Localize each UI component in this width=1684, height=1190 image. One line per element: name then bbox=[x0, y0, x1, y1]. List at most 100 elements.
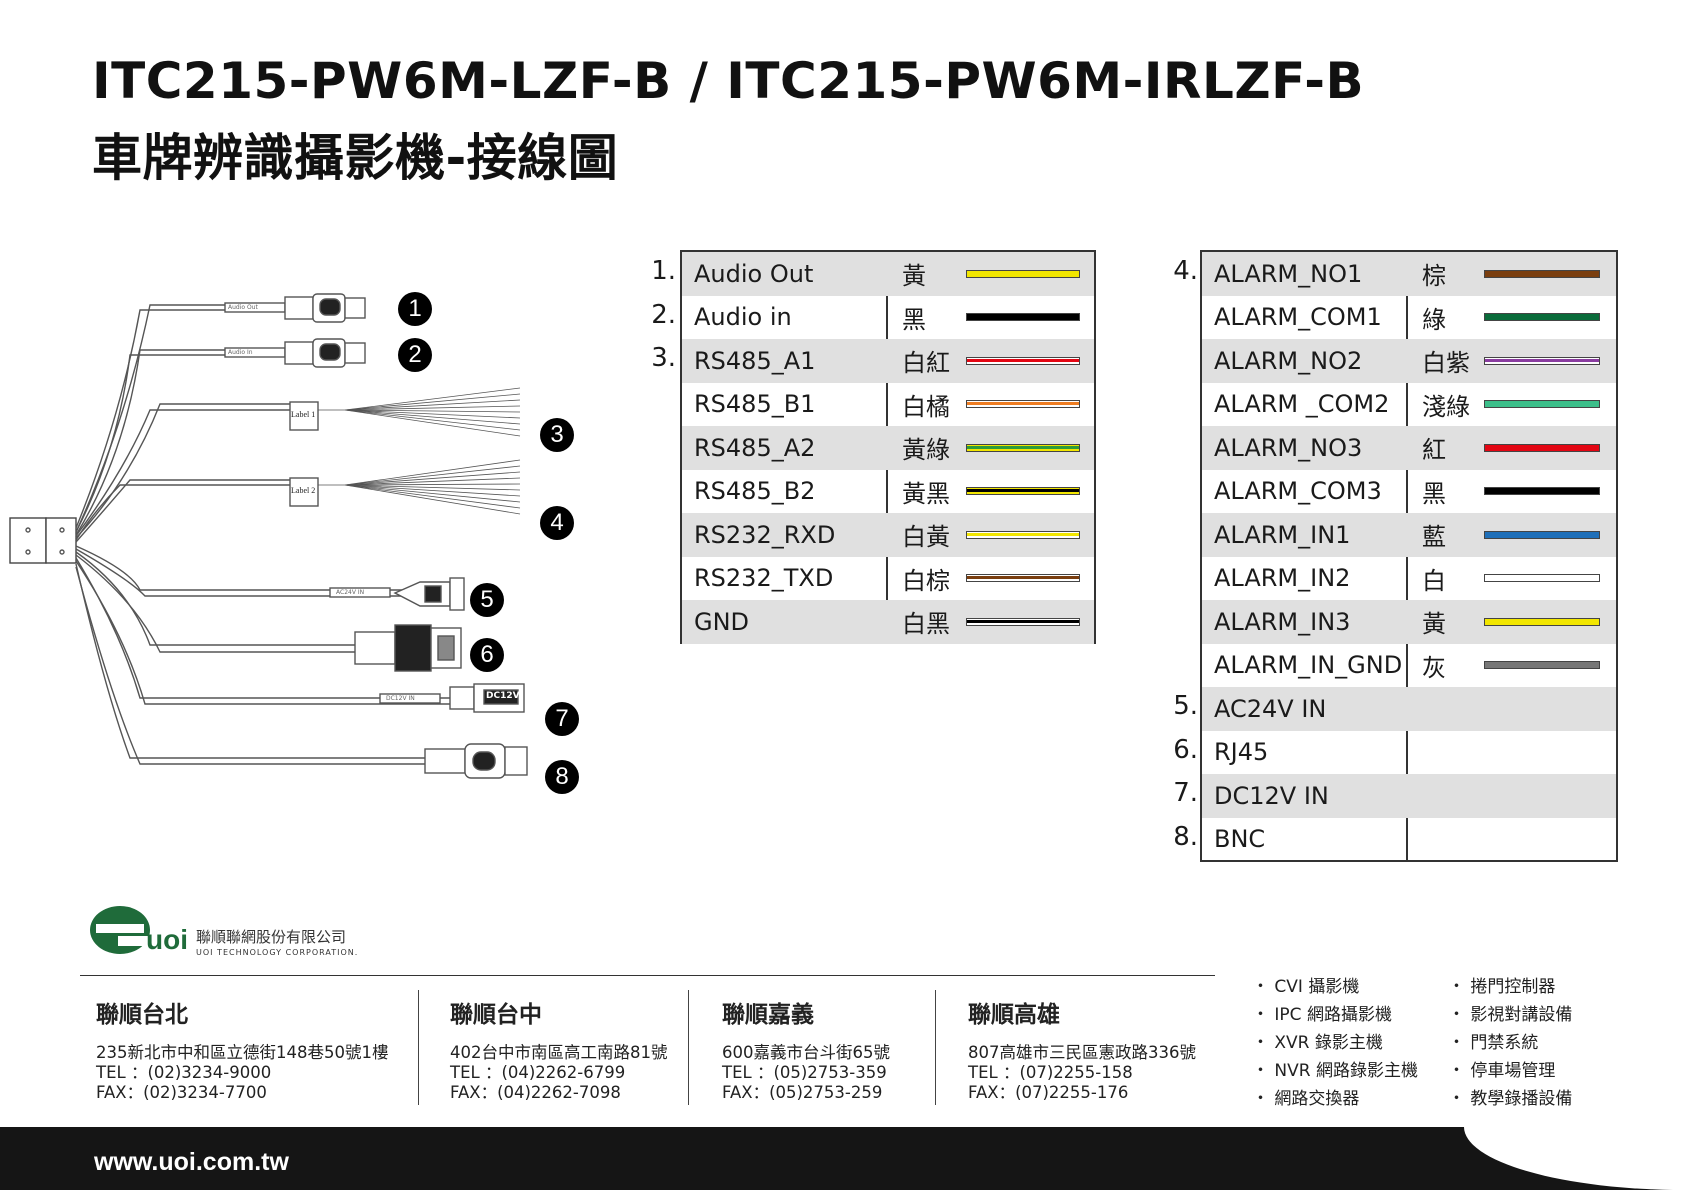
signal-name: RS485_A1 bbox=[694, 346, 816, 375]
signal-name: RS485_B2 bbox=[694, 477, 816, 506]
badge-4: 4 bbox=[540, 506, 574, 540]
office-taipei: 聯順台北 235新北市中和區立德街148巷50號1樓 TEL ：(02)3234… bbox=[96, 995, 388, 1103]
wire-stripe bbox=[967, 402, 1079, 406]
wire-stripe bbox=[967, 619, 1079, 623]
wire-color-name: 黃 bbox=[1422, 610, 1446, 639]
signal-name: AC24V IN bbox=[1214, 694, 1327, 723]
main-plug bbox=[9, 517, 77, 564]
badge-6: 6 bbox=[470, 638, 504, 672]
wire-color-name: 黃綠 bbox=[902, 436, 950, 465]
cable-diagram: 1 2 3 4 5 6 7 8 Audio Out Audio In Label… bbox=[0, 270, 600, 810]
wire-stripe bbox=[967, 532, 1079, 536]
signal-name: ALARM_NO3 bbox=[1214, 433, 1363, 462]
signal-name: ALARM_IN1 bbox=[1214, 520, 1351, 549]
table-row: RS485_A2 黃綠 bbox=[682, 426, 1094, 470]
wire-color-swatch bbox=[966, 356, 1080, 365]
wire-color-name: 藍 bbox=[1422, 523, 1446, 552]
cable-drawing bbox=[9, 293, 528, 779]
label-audio-out: Audio Out bbox=[228, 304, 258, 311]
wire-color-swatch bbox=[1484, 661, 1600, 670]
signal-name: RS232_TXD bbox=[694, 564, 834, 593]
table-row: ALARM_IN1 藍 bbox=[1202, 513, 1616, 557]
wire-stripe bbox=[1485, 358, 1599, 362]
badge-8: 8 bbox=[545, 760, 579, 794]
company-name-zh: 聯順聯網股份有限公司 bbox=[196, 928, 347, 946]
table-row: RS485_B2 黃黑 bbox=[682, 470, 1094, 514]
website-link[interactable]: www.uoi.com.tw bbox=[94, 1148, 289, 1176]
wire-color-swatch bbox=[1484, 617, 1600, 626]
wire-color-swatch bbox=[966, 443, 1080, 452]
wire-color-name: 黑 bbox=[902, 305, 926, 334]
wire-stripe bbox=[967, 445, 1079, 449]
table-row: RJ45 bbox=[1202, 731, 1616, 775]
signal-name: DC12V IN bbox=[1214, 781, 1329, 810]
badge-3: 3 bbox=[540, 418, 574, 452]
signal-name: BNC bbox=[1214, 825, 1266, 854]
product-item: ・ 影視對講設備 bbox=[1448, 1005, 1573, 1025]
logo-mark-text: uoi bbox=[146, 924, 188, 955]
row-index: 7. bbox=[1173, 778, 1198, 808]
signal-name: ALARM_COM1 bbox=[1214, 303, 1382, 332]
signal-name: ALARM_IN2 bbox=[1214, 564, 1351, 593]
wire-color-name: 白紅 bbox=[902, 349, 950, 378]
product-item: ・ 停車場管理 bbox=[1448, 1061, 1556, 1081]
row-index: 2. bbox=[651, 299, 676, 330]
signal-name: ALARM_COM3 bbox=[1214, 477, 1382, 506]
wire-color-swatch bbox=[966, 574, 1080, 583]
office-address: 600嘉義市台斗街65號 bbox=[722, 1043, 890, 1062]
office-fax: FAX：(07)2255-176 bbox=[968, 1083, 1129, 1102]
label-audio-in: Audio In bbox=[228, 349, 253, 356]
office-name: 聯順嘉義 bbox=[722, 1002, 814, 1028]
row-index: 3. bbox=[651, 343, 676, 373]
table-row: RS232_TXD 白棕 bbox=[682, 557, 1094, 601]
wire-color-swatch bbox=[1484, 487, 1600, 496]
wire-color-name: 灰 bbox=[1422, 653, 1446, 682]
office-separator bbox=[688, 990, 689, 1105]
wire-color-name: 黃黑 bbox=[902, 479, 950, 508]
label-dc12v: DC12V IN bbox=[386, 695, 415, 702]
wire-color-swatch bbox=[1484, 574, 1600, 583]
wire-stripe bbox=[967, 489, 1079, 493]
wire-color-name: 白黃 bbox=[902, 523, 950, 552]
wire-color-swatch bbox=[966, 400, 1080, 409]
office-address: 402台中市南區高工南路81號 bbox=[450, 1043, 668, 1062]
wire-color-swatch bbox=[1484, 269, 1600, 278]
row-index: 5. bbox=[1173, 691, 1198, 721]
page-subtitle: 車牌辨識攝影機-接線圖 bbox=[92, 129, 619, 187]
wire-color-name: 白棕 bbox=[902, 566, 950, 595]
product-item: ・ 網路交換器 bbox=[1252, 1089, 1360, 1109]
wire-color-swatch bbox=[1484, 400, 1600, 409]
signal-name: RS232_RXD bbox=[694, 520, 836, 549]
wire-color-swatch bbox=[966, 269, 1080, 278]
signal-name: ALARM_NO1 bbox=[1214, 259, 1363, 288]
signal-name: RS485_A2 bbox=[694, 433, 816, 462]
wire-stripe bbox=[967, 576, 1079, 580]
product-item: ・ 捲門控制器 bbox=[1448, 977, 1556, 997]
wire-color-name: 白黑 bbox=[902, 610, 950, 639]
wire-color-swatch bbox=[1484, 313, 1600, 322]
signal-name: ALARM_NO2 bbox=[1214, 346, 1363, 375]
office-tel: TEL ：(07)2255-158 bbox=[968, 1063, 1133, 1082]
row-index: 1. bbox=[651, 256, 676, 286]
wire-color-name: 白 bbox=[1422, 566, 1446, 595]
wire-color-name: 黃 bbox=[902, 262, 926, 291]
wire-color-swatch bbox=[966, 617, 1080, 626]
table-row: ALARM_COM3 黑 bbox=[1202, 470, 1616, 514]
wire-color-swatch bbox=[1484, 356, 1600, 365]
label-ac24v: AC24V IN bbox=[336, 589, 365, 596]
office-name: 聯順高雄 bbox=[968, 1002, 1060, 1028]
table-row: RS485_A1 白紅 bbox=[682, 339, 1094, 383]
wire-color-name: 黑 bbox=[1422, 479, 1446, 508]
plug-dc12v: DC12V bbox=[486, 691, 520, 701]
product-item: ・ NVR 網路錄影主機 bbox=[1252, 1061, 1418, 1081]
product-item: ・ XVR 錄影主機 bbox=[1252, 1033, 1383, 1053]
product-item: ・ CVI 攝影機 bbox=[1252, 977, 1360, 997]
wire-color-swatch bbox=[966, 487, 1080, 496]
page-title: ITC215-PW6M-LZF-B / ITC215-PW6M-IRLZF-B bbox=[92, 52, 1365, 110]
badge-2: 2 bbox=[398, 338, 432, 372]
